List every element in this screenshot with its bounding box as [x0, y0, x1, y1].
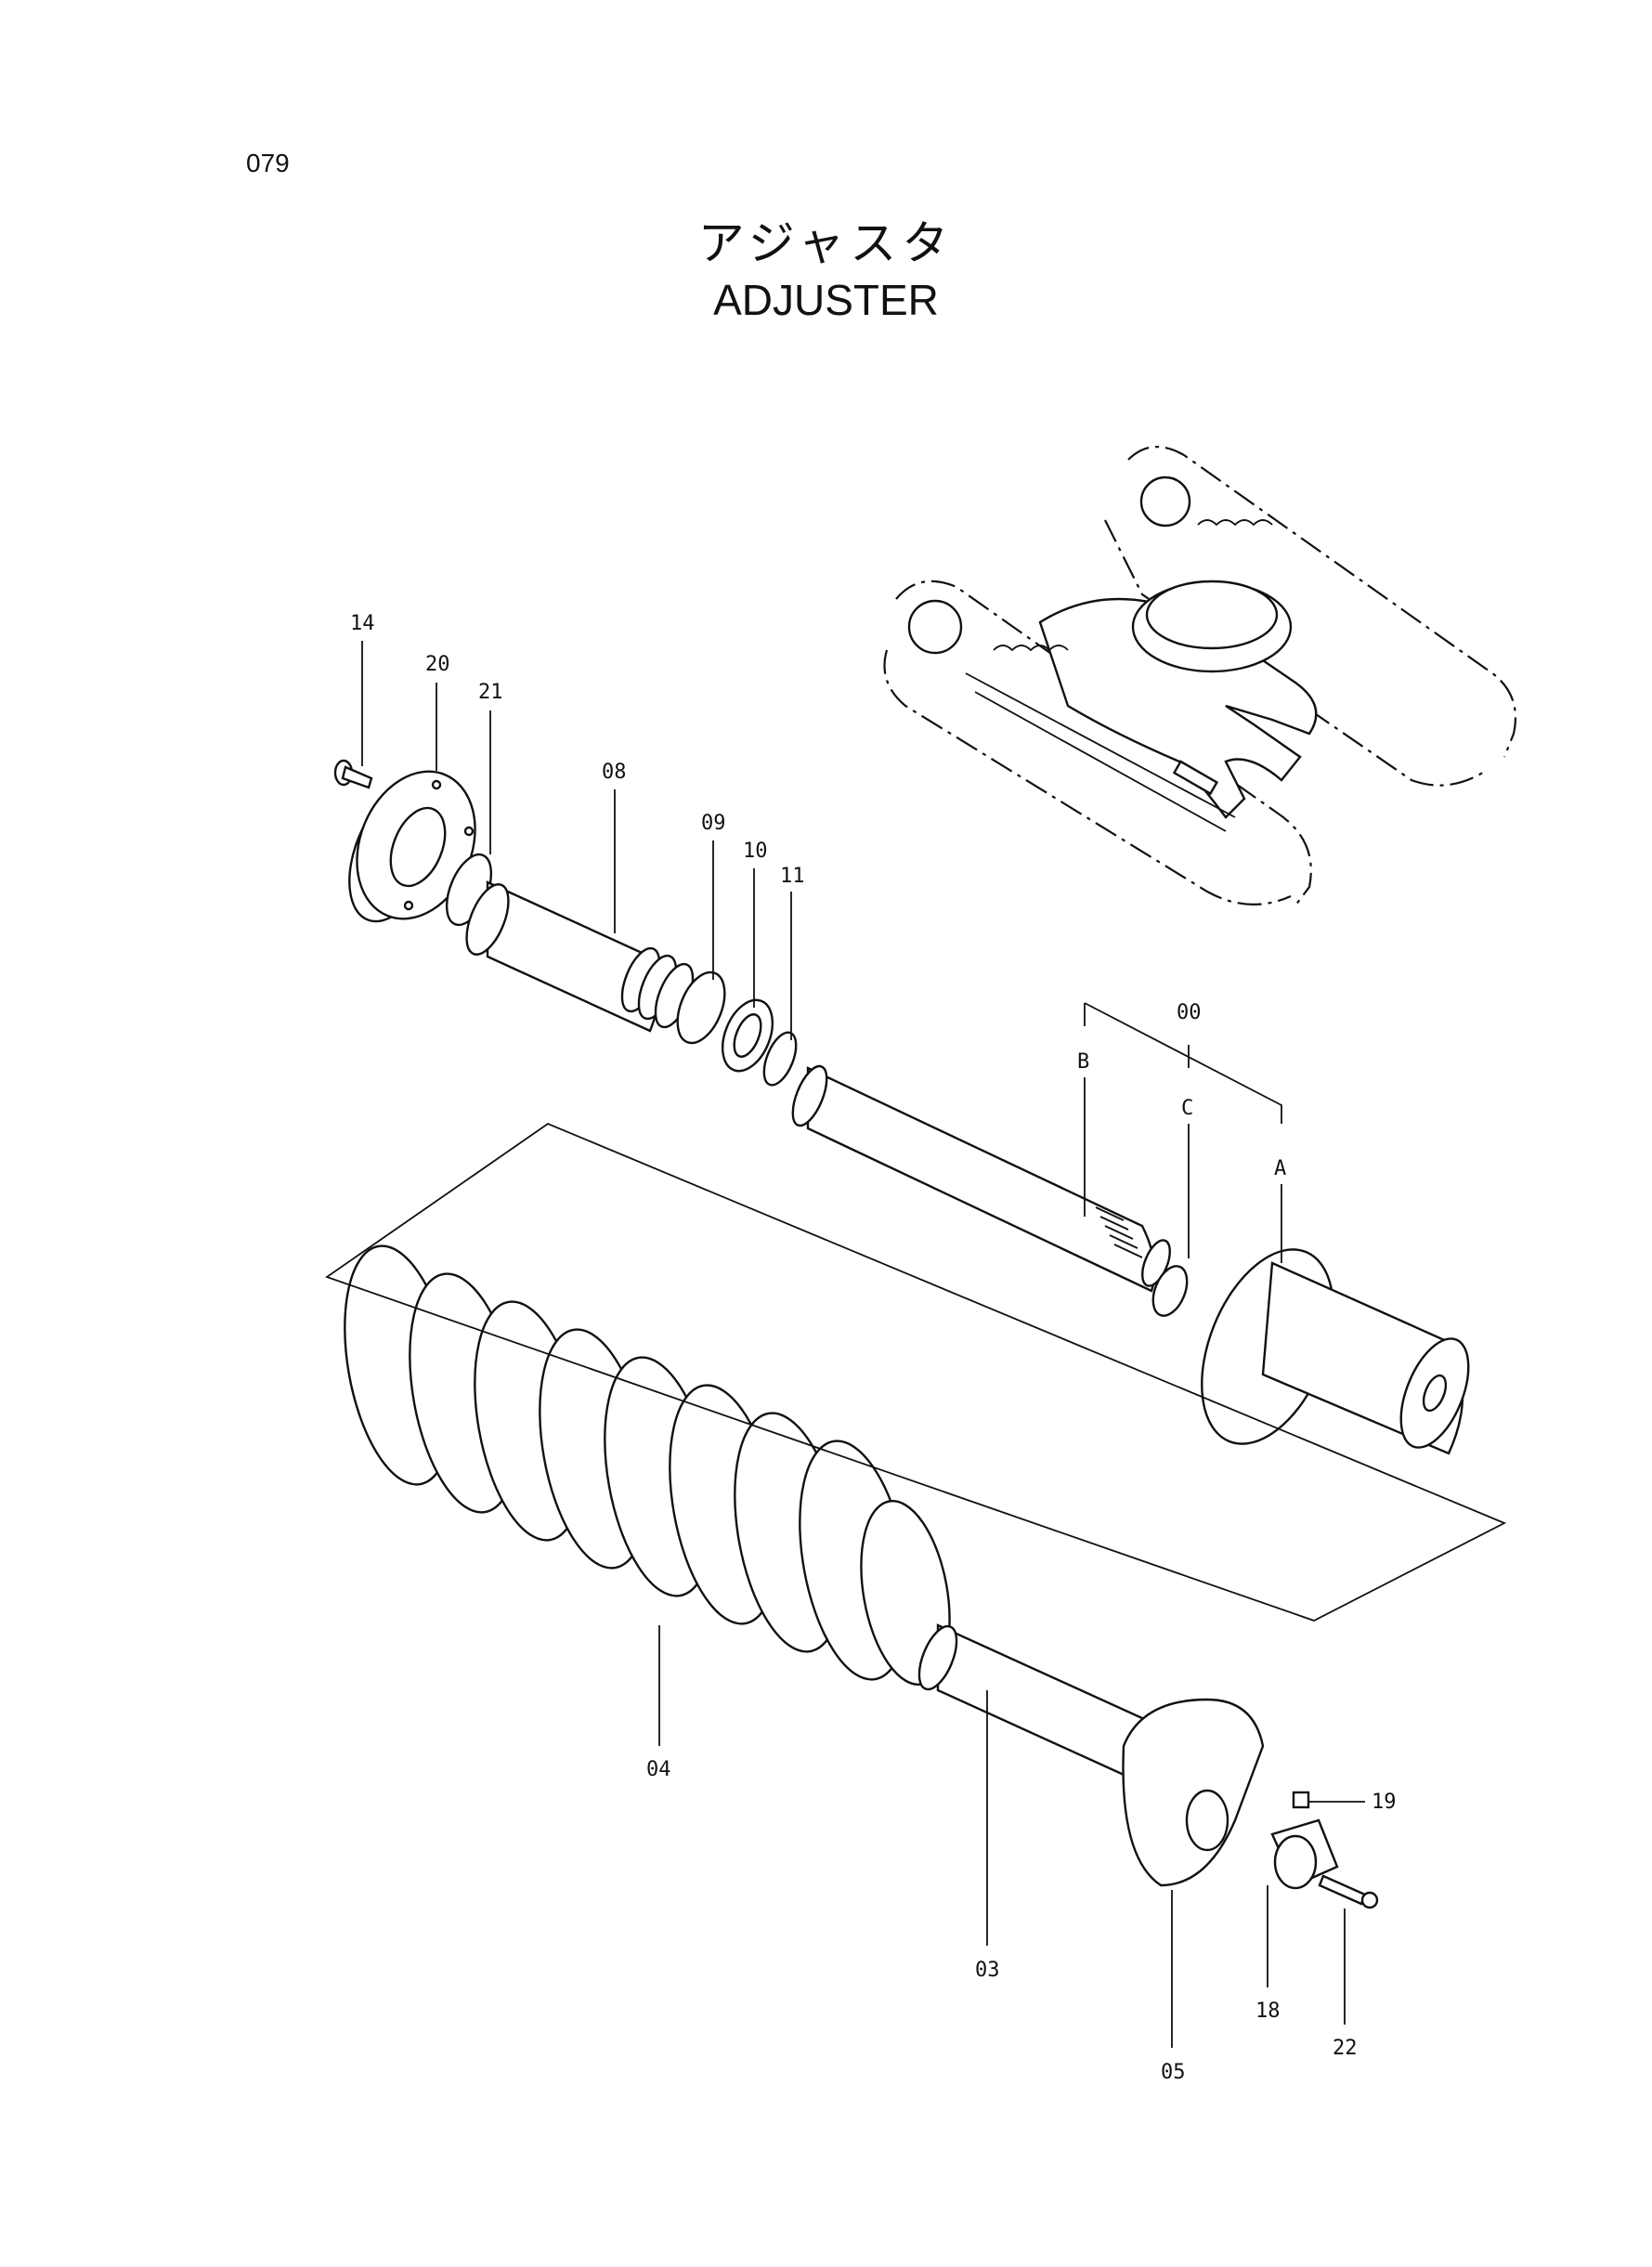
callout-22: 22	[1333, 2037, 1358, 2060]
undercarriage-overview	[883, 446, 1517, 906]
part-c-ring	[1151, 1265, 1189, 1317]
part-19-screw	[1292, 1791, 1310, 1809]
callout-05: 05	[1161, 2061, 1186, 2084]
callout-10: 10	[743, 840, 768, 863]
page-number: 079	[246, 149, 290, 177]
callout-21: 21	[478, 681, 503, 704]
part-03-rod	[917, 1623, 1153, 1785]
part-18-nipple-body	[1270, 1818, 1339, 1890]
callout-04: 04	[646, 1758, 671, 1781]
part-05-bracket	[1122, 1698, 1265, 1887]
part-rod-b	[791, 1064, 1171, 1293]
part-04-spring	[344, 1244, 951, 1686]
leader-lines	[361, 641, 1365, 2048]
title-block: アジャスタ ADJUSTER	[0, 206, 1652, 325]
title-english: ADJUSTER	[713, 276, 939, 324]
callout-B: B	[1077, 1050, 1089, 1074]
callout-11: 11	[780, 865, 805, 888]
callout-03: 03	[975, 1959, 1000, 1982]
part-body-a	[1201, 1248, 1470, 1455]
callout-labels: 14 20 21 08 09 10 11 00 B C A 04 03 19 0…	[350, 612, 1397, 2084]
callout-A: A	[1274, 1157, 1286, 1180]
callout-19: 19	[1372, 1791, 1397, 1814]
part-10-seal	[721, 998, 774, 1073]
callout-20: 20	[425, 653, 450, 676]
callout-08: 08	[602, 761, 627, 784]
callout-18: 18	[1255, 2000, 1281, 2023]
callout-09: 09	[701, 812, 726, 835]
callout-C: C	[1181, 1097, 1193, 1120]
assembly-frame	[325, 1122, 1507, 1622]
part-09-seal	[676, 971, 726, 1045]
part-14-bolt	[333, 759, 373, 789]
part-22-grease-fitting	[1318, 1874, 1379, 1909]
callout-00: 00	[1177, 1001, 1202, 1024]
title-japanese: アジャスタ	[697, 216, 955, 270]
part-08-cylinder	[465, 880, 695, 1033]
callout-14: 14	[350, 612, 375, 635]
part-20-flange	[348, 770, 476, 923]
